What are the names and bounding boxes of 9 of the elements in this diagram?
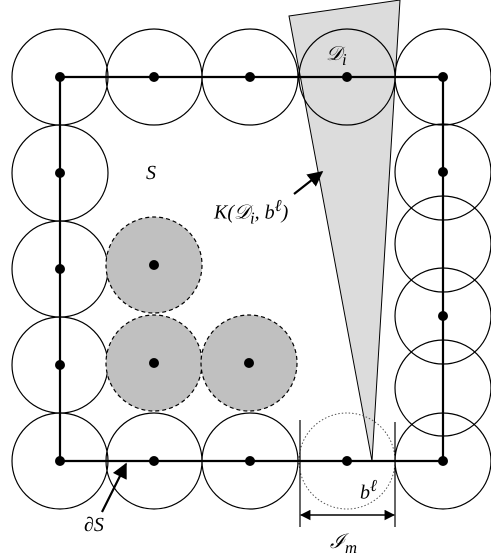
leader-arrow — [293, 171, 324, 195]
boundary-label: ∂S — [84, 515, 104, 535]
region-label: S — [146, 163, 156, 183]
disk-label: 𝒟$_{i}$ — [326, 44, 347, 69]
interval-label: ℐ$_{m}$ — [330, 532, 358, 557]
cone-region — [288, 0, 401, 462]
cone-label: K(𝒟$_{i}$, b$^{ℓ}$) — [214, 198, 288, 228]
point-label: b$^{ℓ}$ — [360, 478, 377, 503]
leader-arrow — [101, 462, 127, 512]
